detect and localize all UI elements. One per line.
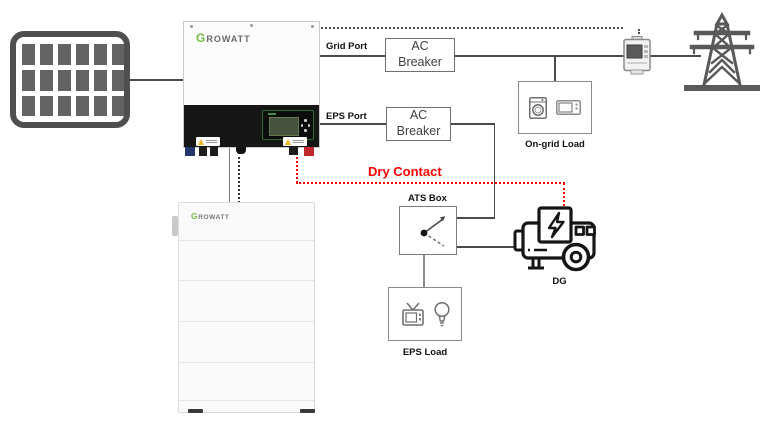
pv-to-inverter-line [128,79,184,81]
dry-contact-line-vertical-left [296,150,298,183]
battery-module-divider [179,362,314,363]
smart-meter-icon [623,36,651,75]
breaker-label-line2: Breaker [396,124,441,138]
dc-connector-icon [199,147,207,156]
ongrid-load-drop-line [554,56,556,82]
ats-to-epsload-line [422,234,425,287]
ats-switch-icon [420,216,446,247]
screw-icon [190,25,193,28]
battery-comm-dotted-line [238,152,240,203]
ats-to-dg-line [444,246,518,248]
lcd-screen [269,117,299,136]
growatt-logo-rest: ROWATT [206,34,251,44]
lcd-status-bar [268,113,276,115]
lcd-display [262,110,314,140]
eps-drop-line [493,123,496,219]
growatt-logo: GROWATT [196,31,251,45]
battery-foot [300,409,315,413]
meter-comm-dotted-line [321,27,623,29]
caution-triangle-icon [198,138,204,145]
pv-connector-icon [185,147,195,156]
dry-contact-label: Dry Contact [368,164,442,179]
solar-panel-icon [10,31,130,128]
eps-load-box [388,287,462,341]
tv-icon [401,302,424,326]
lightning-bolt-icon [547,211,565,239]
keypad-up-button [304,119,307,122]
dry-contact-line-horizontal [296,182,565,184]
warning-text-lines [206,139,217,144]
battery-module-divider [179,400,314,401]
battery-module-divider [179,321,314,322]
battery-power-line [228,148,231,203]
on-grid-load-box [518,81,592,134]
ats-box [399,206,457,255]
generator-wheel [561,242,591,272]
eps-port-line [320,123,387,125]
ats-box-label: ATS Box [408,193,447,204]
comm-connector-icon [236,147,246,154]
dg-label: DG [552,276,567,287]
generator-outlet [574,225,585,236]
generator-leg [528,258,544,270]
washing-machine-icon [529,96,547,119]
eps-ac-breaker-box: AC Breaker [386,107,451,141]
keypad-left-button [300,124,303,127]
growatt-logo: GROWATT [191,211,230,221]
battery-module-divider [179,240,314,241]
warning-label-icon [283,137,307,146]
breaker-label-line1: AC [411,39,429,54]
eps-connector-icon [304,147,314,156]
generator-outlet [585,225,596,236]
battery-module-divider [179,280,314,281]
breaker-label-line2: Breaker [398,55,442,69]
dc-connector-icon [210,147,218,156]
transmission-tower-icon [684,12,760,91]
screw-icon [250,24,253,27]
eps-breaker-out-line [450,123,495,125]
warning-label-icon [196,137,220,146]
growatt-logo-rest: ROWATT [198,214,230,221]
grid-port-label: Grid Port [326,41,368,52]
dry-contact-line-vertical-right [563,183,565,210]
breaker-label-line1: AC [409,108,428,123]
generator-icon [513,206,596,272]
caution-triangle-icon [285,138,291,145]
growatt-logo-g: G [196,31,207,45]
keypad-right-button [307,124,310,127]
solar-cells [22,44,124,116]
eps-load-label: EPS Load [402,347,448,358]
screw-icon [311,25,314,28]
eps-to-ats-line [444,217,495,219]
meter-comm-dotted-drop [638,29,640,38]
grid-ac-breaker-box: AC Breaker [385,38,455,72]
eps-port-label: EPS Port [326,111,367,122]
battery-stack: GROWATT [178,202,315,413]
growatt-logo-g: G [191,211,199,221]
on-grid-load-label: On-grid Load [525,139,585,150]
light-bulb-icon [433,301,450,327]
grid-port-line [320,55,386,57]
battery-handle [172,216,178,236]
battery-foot [188,409,203,413]
microwave-icon [556,100,581,115]
ac-connector-icon [289,147,298,155]
grid-to-tower-line [453,55,701,57]
keypad-down-button [304,129,307,132]
warning-text-lines [293,139,304,144]
